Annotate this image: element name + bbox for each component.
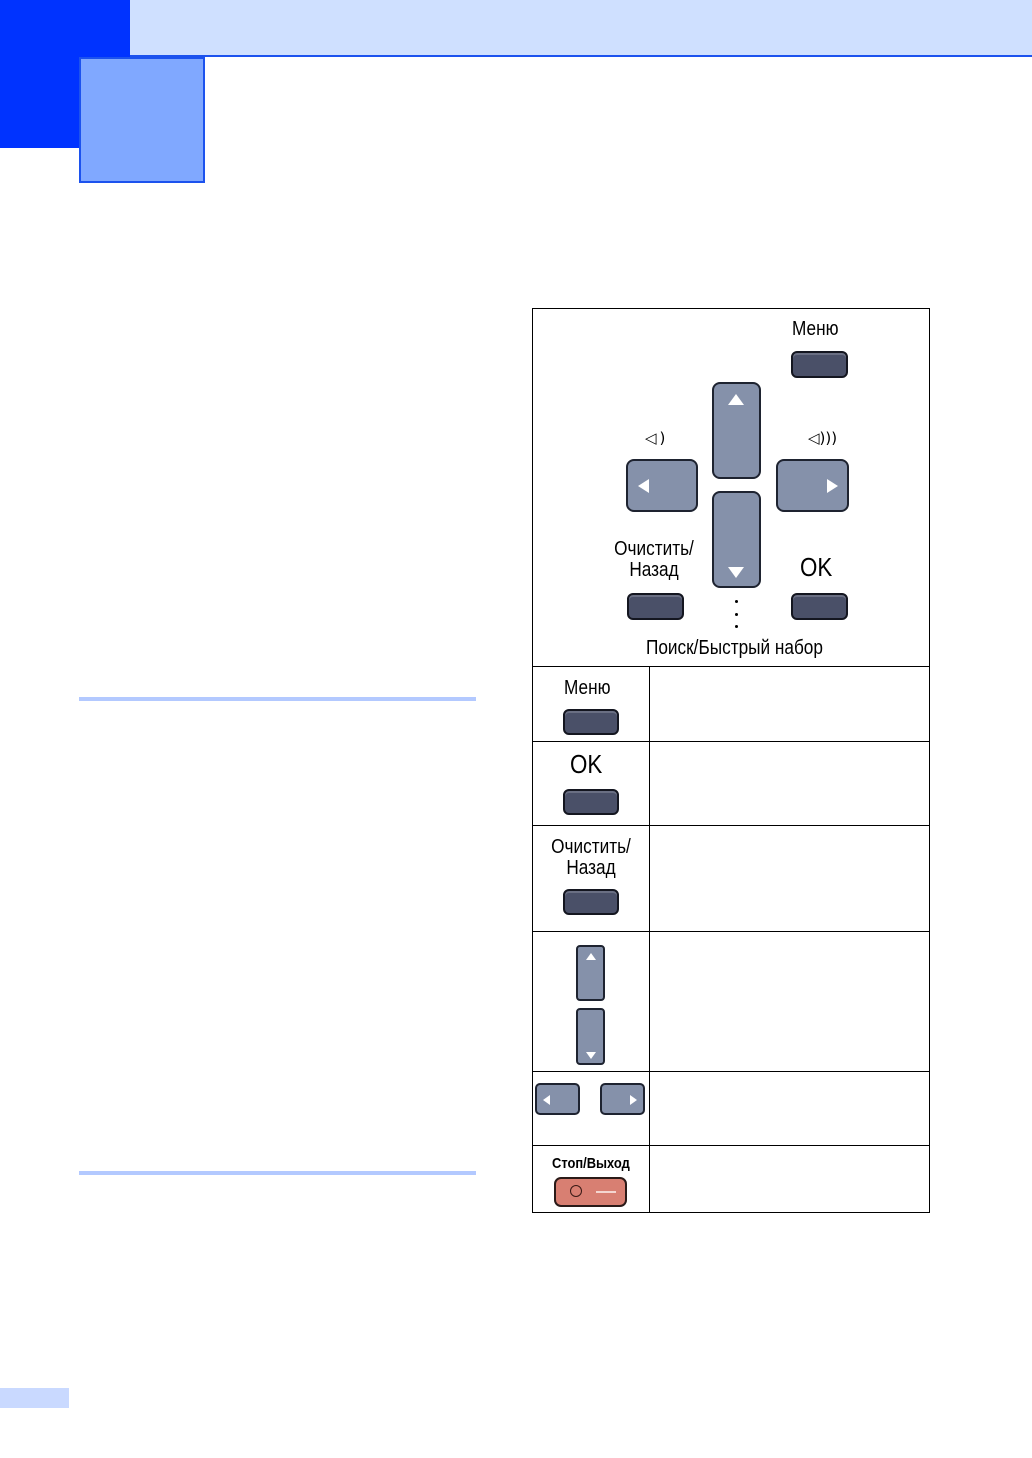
right-arrow-icon (630, 1095, 637, 1105)
down-arrow-key[interactable] (712, 491, 761, 588)
down-arrow-icon (586, 1052, 596, 1059)
stop-icon (570, 1185, 582, 1197)
menu-key-label: Меню (792, 318, 839, 340)
stop-exit-key-label: Стоп/Выход (552, 1155, 630, 1172)
right-arrow-icon (827, 479, 838, 493)
clear-back-key[interactable] (563, 889, 619, 915)
left-arrow-key[interactable] (535, 1083, 580, 1115)
clear-back-key[interactable] (627, 593, 684, 620)
row-divider (533, 825, 929, 826)
down-arrow-icon (728, 567, 744, 578)
header-band (0, 0, 1032, 57)
left-arrow-icon (543, 1095, 550, 1105)
dash-icon (596, 1191, 616, 1193)
menu-key-label: Меню (564, 677, 611, 699)
left-arrow-key[interactable] (626, 459, 698, 512)
clear-back-key-label: Очистить/ Назад (614, 538, 694, 581)
menu-key[interactable] (791, 351, 848, 378)
row-divider (533, 1071, 929, 1072)
control-panel-table: Меню ◁ ) ◁))) Очистить/ Назад OK Поиск/Б… (532, 308, 930, 1213)
up-arrow-icon (586, 953, 596, 960)
right-arrow-key[interactable] (600, 1083, 645, 1115)
volume-low-icon: ◁ ) (645, 429, 666, 447)
separator-dot (735, 625, 738, 628)
row-divider (533, 931, 929, 932)
up-arrow-key[interactable] (576, 945, 605, 1001)
section-rule (79, 697, 476, 701)
search-speed-dial-label: Поиск/Быстрый набор (646, 637, 823, 659)
stop-exit-key[interactable] (554, 1177, 627, 1207)
row-divider (533, 1145, 929, 1146)
ok-key-label: OK (570, 749, 603, 779)
volume-high-icon: ◁))) (808, 429, 838, 447)
ok-key[interactable] (563, 789, 619, 815)
page-number-tab (0, 1388, 69, 1408)
down-arrow-key[interactable] (576, 1008, 605, 1065)
up-arrow-icon (728, 394, 744, 405)
row-divider (533, 741, 929, 742)
menu-key[interactable] (563, 709, 619, 735)
separator-dot (735, 600, 738, 603)
row-divider (533, 666, 929, 667)
right-arrow-key[interactable] (776, 459, 849, 512)
chapter-number-box (79, 57, 205, 183)
ok-key[interactable] (791, 593, 848, 620)
separator-dot (735, 613, 738, 616)
clear-back-key-label: Очистить/ Назад (551, 836, 631, 879)
left-arrow-icon (638, 479, 649, 493)
up-arrow-key[interactable] (712, 382, 761, 479)
column-divider (649, 666, 650, 1212)
section-rule (79, 1171, 476, 1175)
ok-key-label: OK (800, 552, 833, 582)
